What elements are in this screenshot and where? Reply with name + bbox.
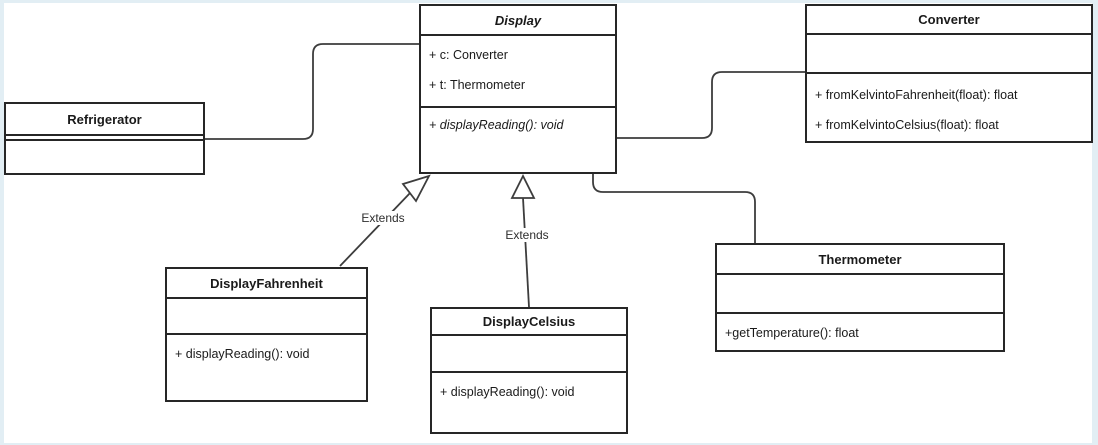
methods-compartment: + fromKelvintoFahrenheit(float): float +… [807, 74, 1091, 141]
connector-refrigerator-display[interactable] [205, 43, 419, 140]
class-box-thermometer[interactable]: Thermometer +getTemperature(): float [715, 243, 1005, 352]
connector-display-converter[interactable] [617, 71, 805, 139]
class-box-displaycelsius[interactable]: DisplayCelsius + displayReading(): void [430, 307, 628, 434]
class-box-display[interactable]: Display + c: Converter + t: Thermometer … [419, 4, 617, 174]
generalization-arrowhead-fahrenheit [401, 174, 431, 203]
methods-compartment: +getTemperature(): float [717, 314, 1003, 350]
methods-compartment [6, 141, 203, 173]
attributes-compartment [717, 275, 1003, 314]
attributes-compartment [432, 336, 626, 373]
class-title-thermometer: Thermometer [717, 245, 1003, 275]
methods-compartment: + displayReading(): void [421, 108, 615, 172]
attributes-compartment [6, 136, 203, 141]
class-title-display: Display [421, 6, 615, 36]
class-method: +getTemperature(): float [725, 326, 859, 340]
class-title-displayfahrenheit: DisplayFahrenheit [167, 269, 366, 299]
class-title-displaycelsius: DisplayCelsius [432, 309, 626, 336]
class-title-converter: Converter [807, 6, 1091, 35]
methods-compartment: + displayReading(): void [167, 335, 366, 400]
connector-display-thermometer[interactable] [592, 174, 756, 243]
class-attribute: + t: Thermometer [429, 78, 525, 92]
edge-label-extends-celsius: Extends [501, 228, 553, 242]
class-method: + fromKelvintoCelsius(float): float [815, 118, 999, 132]
class-method: + displayReading(): void [175, 347, 310, 361]
class-method: + fromKelvintoFahrenheit(float): float [815, 88, 1018, 102]
class-method: + displayReading(): void [440, 385, 575, 399]
attributes-compartment: + c: Converter + t: Thermometer [421, 36, 615, 108]
connector-fahrenheit-extends-display[interactable] [339, 191, 412, 267]
connector-celsius-extends-display[interactable] [522, 197, 530, 308]
class-title-refrigerator: Refrigerator [6, 104, 203, 136]
class-box-refrigerator[interactable]: Refrigerator [4, 102, 205, 175]
edge-label-extends-fahrenheit: Extends [357, 211, 409, 225]
class-box-converter[interactable]: Converter + fromKelvintoFahrenheit(float… [805, 4, 1093, 143]
methods-compartment: + displayReading(): void [432, 373, 626, 432]
generalization-arrowhead-celsius [510, 173, 536, 199]
class-box-displayfahrenheit[interactable]: DisplayFahrenheit + displayReading(): vo… [165, 267, 368, 402]
class-method: + displayReading(): void [429, 118, 564, 132]
class-attribute: + c: Converter [429, 48, 508, 62]
attributes-compartment [807, 35, 1091, 74]
attributes-compartment [167, 299, 366, 335]
